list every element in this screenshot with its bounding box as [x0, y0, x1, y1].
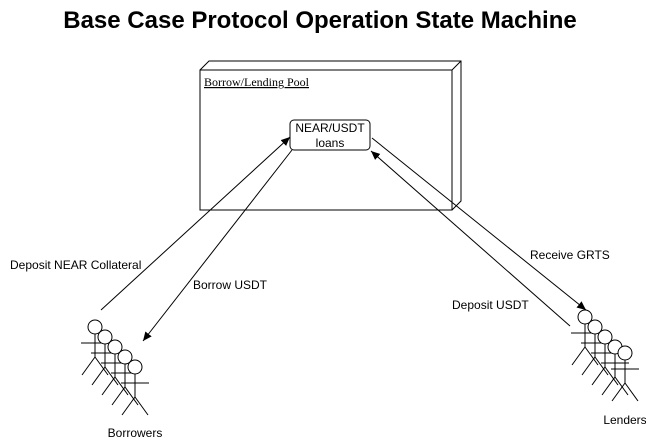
- deposit-collateral-arrow: [100, 136, 291, 311]
- receive-grts-label: Receive GRTS: [530, 248, 610, 262]
- borrowers-actors: [80, 319, 150, 416]
- diagram-title: Base Case Protocol Operation State Machi…: [63, 7, 576, 34]
- borrow-arrow: [142, 149, 293, 342]
- deposit-usdt-label: Deposit USDT: [452, 298, 529, 312]
- borrowers-label: Borrowers: [108, 426, 163, 440]
- lenders-actors: [570, 309, 640, 402]
- borrow-label: Borrow USDT: [193, 278, 268, 292]
- loans-label-line2: loans: [316, 136, 345, 150]
- pool-label: Borrow/Lending Pool: [204, 75, 310, 89]
- deposit-collateral-label: Deposit NEAR Collateral: [10, 258, 141, 272]
- deposit-usdt-arrow: [370, 150, 571, 327]
- lenders-label: Lenders: [603, 413, 646, 427]
- receive-grts-arrow: [371, 137, 587, 311]
- loans-node: [289, 119, 371, 151]
- loans-label-line1: NEAR/USDT: [295, 121, 365, 135]
